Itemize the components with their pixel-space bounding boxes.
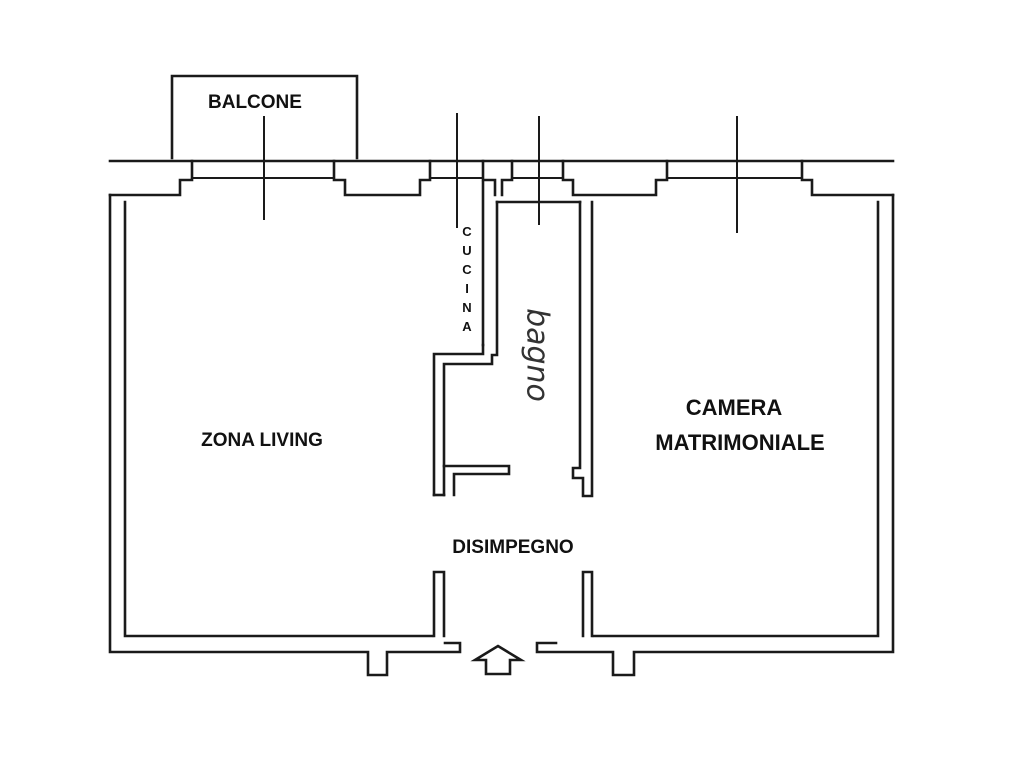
window-axes [263,113,738,233]
entrance-arrow-icon [470,644,526,676]
outer-walls [108,193,895,677]
cucina-letter: U [462,243,471,258]
living-wall [432,180,511,638]
room-label-matrimoniale: MATRIMONIALE [655,430,824,455]
bathroom-wall [495,200,594,638]
room-label-cucina: C U C I N A [462,224,472,334]
room-label-balcone: BALCONE [208,92,302,113]
facade-top [108,159,895,197]
room-label-disimpegno: DISIMPEGNO [452,537,573,558]
room-label-zona-living: ZONA LIVING [201,430,323,451]
cucina-letter: N [462,300,471,315]
cucina-letter: A [462,319,472,334]
room-label-camera: CAMERA [686,395,783,420]
room-label-bagno: bagno [520,308,555,402]
balcony [170,74,359,160]
cucina-letter: I [465,281,469,296]
cucina-letter: C [462,262,472,277]
cucina-letter: C [462,224,472,239]
